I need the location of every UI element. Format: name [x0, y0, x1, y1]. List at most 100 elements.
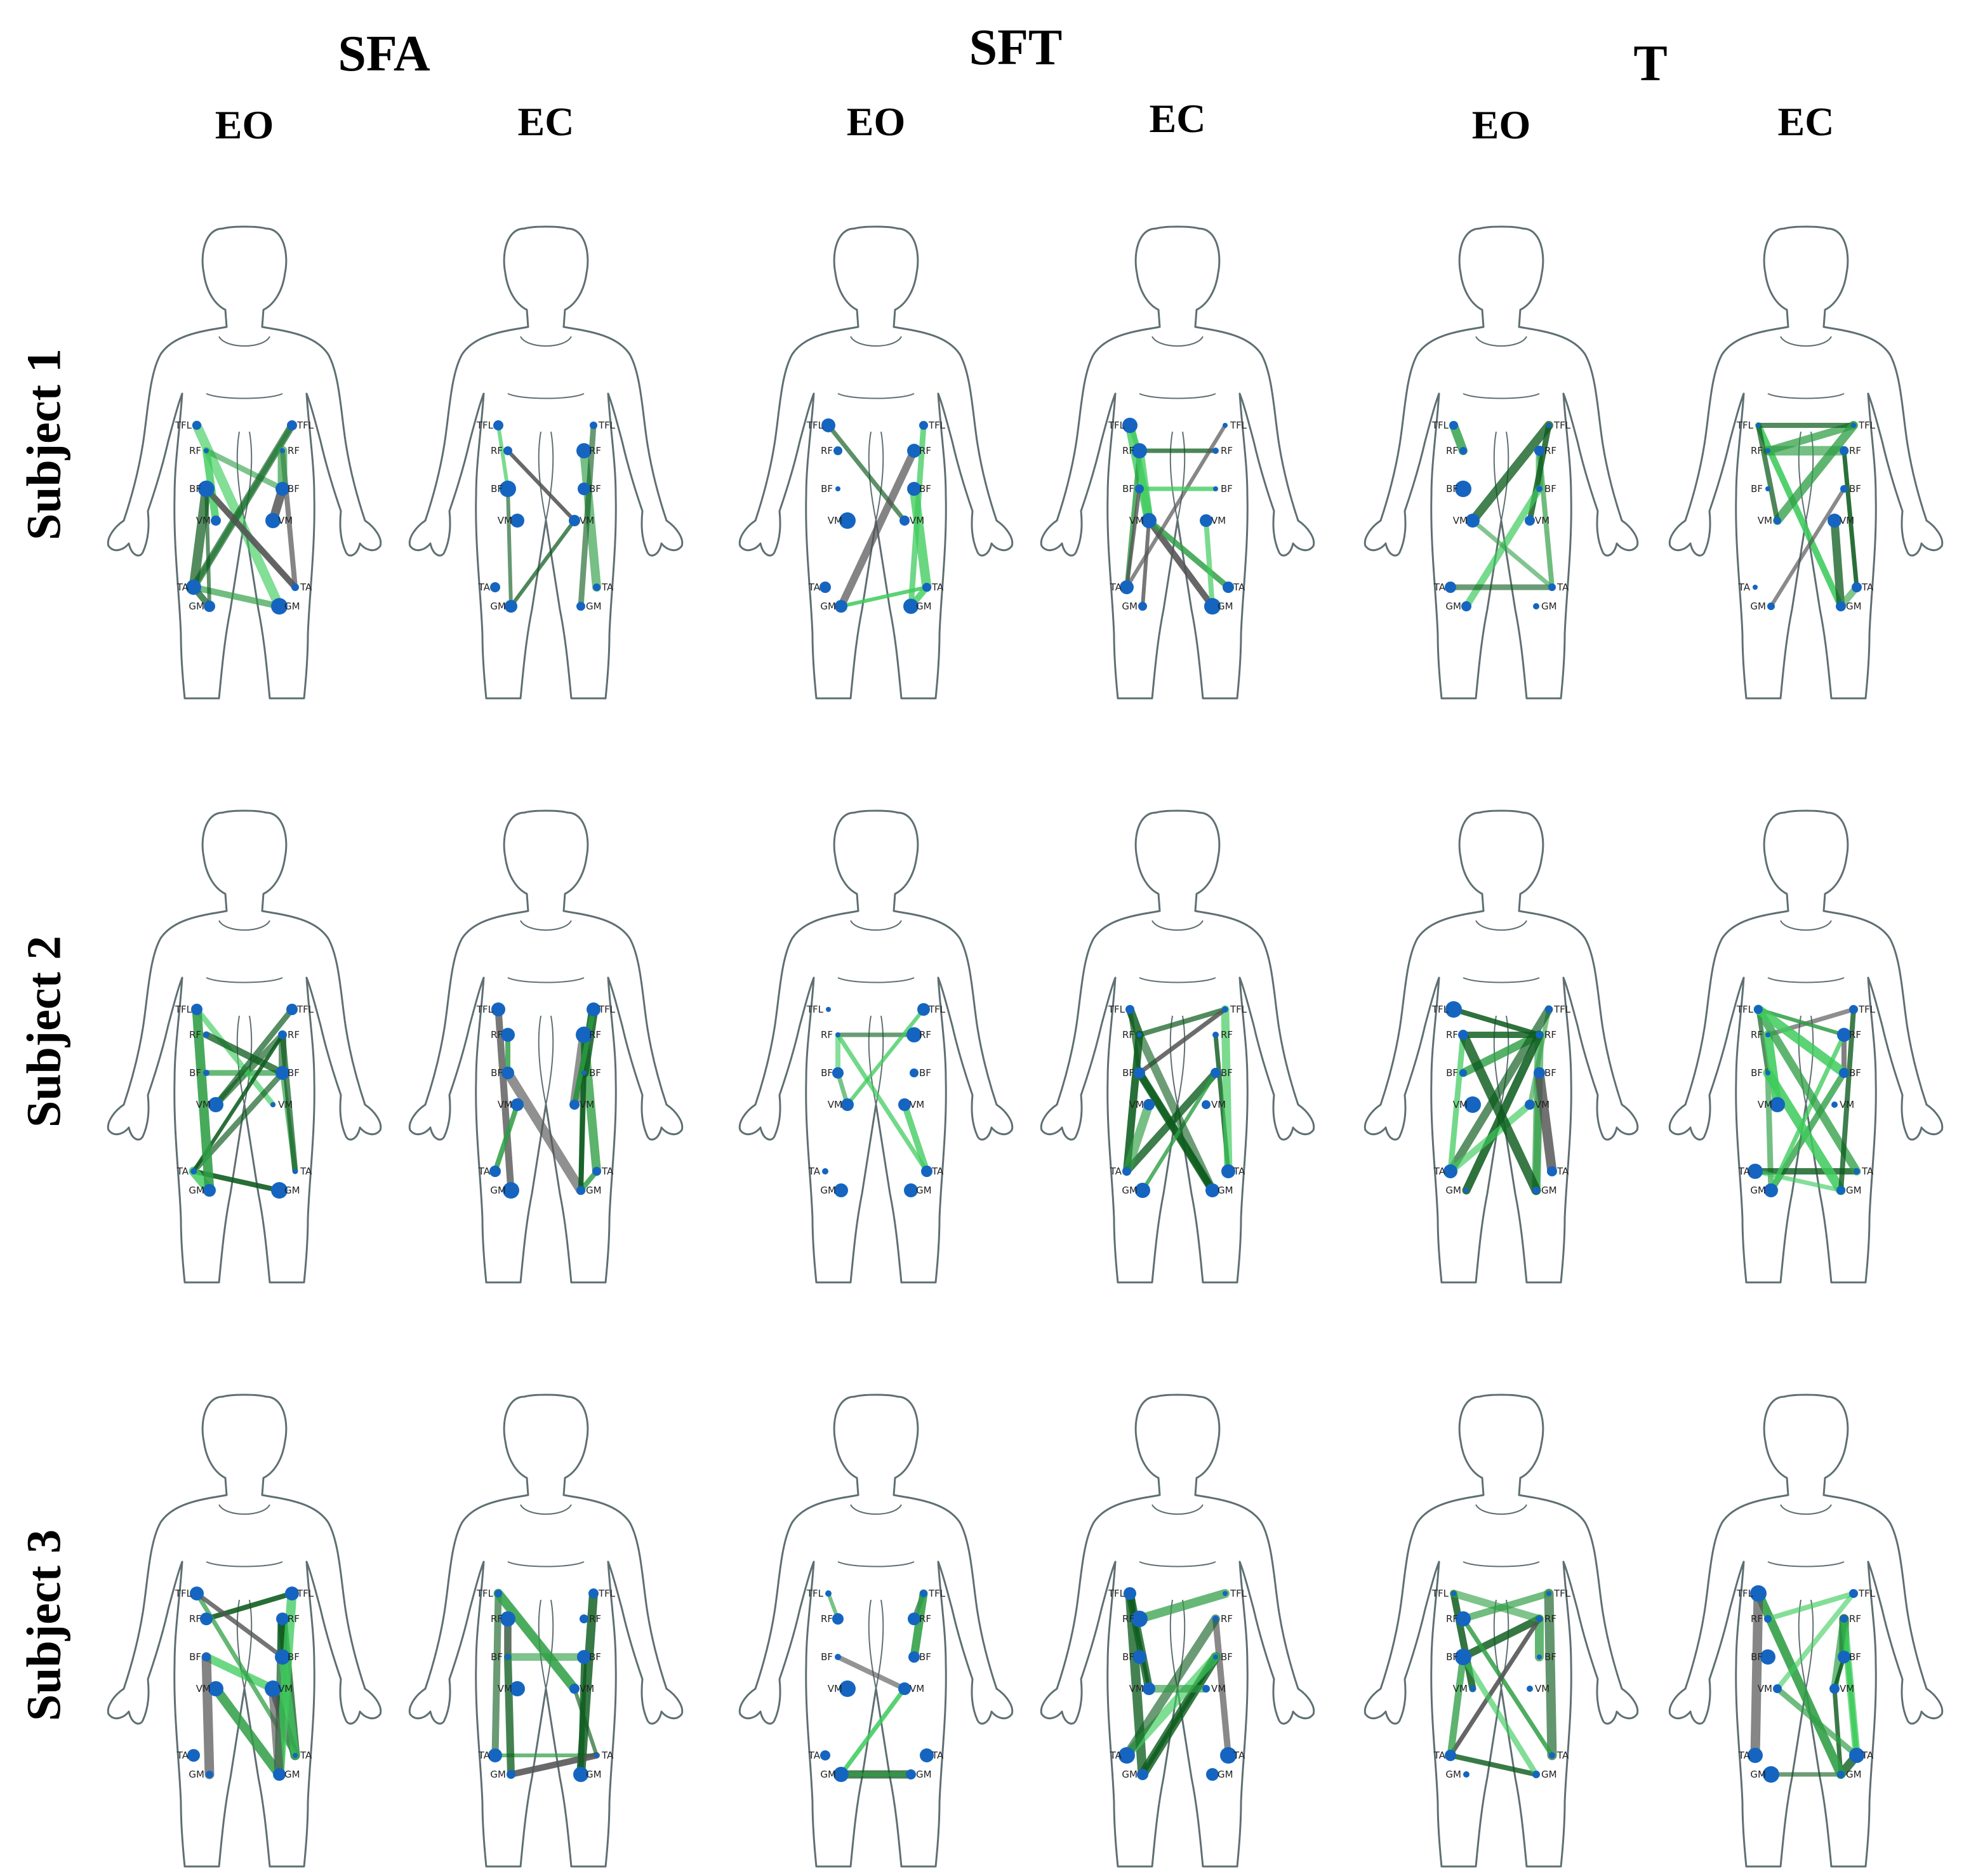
muscle-label: TFL: [598, 1588, 616, 1599]
muscle-label: TA: [1433, 582, 1446, 593]
muscle-node: [1828, 514, 1841, 528]
muscle-node: [1118, 1747, 1135, 1764]
muscle-label: GM: [1541, 601, 1557, 612]
muscle-label: VM: [1453, 1683, 1468, 1694]
muscle-node: [1765, 1070, 1770, 1075]
muscle-label: VM: [1758, 1683, 1772, 1694]
muscle-node: [1829, 1684, 1840, 1694]
connection-edge: [1832, 1686, 1843, 1777]
connection-edge: [1447, 1032, 1466, 1174]
connection-edge: [1137, 1007, 1228, 1037]
muscle-node: [293, 1169, 298, 1174]
muscle-node: [1212, 1032, 1219, 1038]
connection-edges: [1124, 420, 1231, 609]
muscle-node: [1122, 1167, 1131, 1176]
muscle-label: TFL: [1108, 420, 1125, 431]
muscle-label: RF: [821, 1029, 833, 1041]
connection-edge: [1768, 1032, 1847, 1193]
muscle-label: TFL: [1108, 1004, 1125, 1015]
muscle-label: TA: [1556, 1750, 1569, 1761]
muscle-label: BF: [919, 483, 931, 495]
muscle-node: [917, 1003, 930, 1016]
body-detail-lines: [507, 920, 585, 1105]
muscle-node: [1754, 1005, 1763, 1014]
connection-edge: [1756, 423, 1780, 523]
muscle-label: GM: [1750, 601, 1766, 612]
muscle-label: BF: [288, 1651, 300, 1663]
muscle-node: [1545, 1006, 1553, 1013]
muscle-node: [1212, 1616, 1219, 1622]
muscle-node: [1838, 1651, 1850, 1663]
muscle-node: [198, 481, 215, 497]
muscle-label: TA: [1861, 1750, 1874, 1761]
connection-edge: [506, 449, 576, 522]
muscle-node: [819, 582, 831, 593]
connection-edge: [1763, 1030, 1782, 1109]
muscle-label: TA: [1110, 1750, 1122, 1761]
muscle-label: GM: [490, 1769, 506, 1780]
muscle-node: [488, 1748, 502, 1762]
muscle-node: [1770, 1097, 1785, 1112]
connection-edge: [1212, 1616, 1231, 1759]
muscle-node: [906, 1027, 922, 1042]
muscle-node: [1763, 1766, 1779, 1783]
muscle-node: [187, 1749, 200, 1762]
connection-edge: [1774, 1686, 1860, 1759]
muscle-label: TFL: [296, 1004, 314, 1015]
muscle-label: VM: [1211, 515, 1226, 526]
muscle-label: RF: [1221, 1029, 1233, 1041]
muscle-label: BF: [491, 1067, 503, 1079]
muscle-label: RF: [491, 445, 503, 456]
muscle-node: [825, 1590, 832, 1597]
connection-edges: [1122, 1005, 1233, 1195]
body-detail-lines: [837, 336, 915, 521]
muscle-node: [907, 482, 921, 496]
muscle-label: RF: [821, 445, 833, 456]
muscle-node: [1132, 443, 1147, 458]
muscle-label: TFL: [928, 420, 946, 431]
muscle-label: GM: [1218, 1185, 1233, 1196]
muscle-node: [908, 1613, 920, 1625]
muscle-label: TFL: [476, 1588, 494, 1599]
muscle-node: [1470, 1686, 1476, 1692]
muscle-node: [1839, 1068, 1849, 1078]
body-outline: [408, 1394, 684, 1868]
connection-edges: [1447, 1588, 1557, 1778]
connection-edge: [1204, 518, 1215, 609]
muscle-node: [908, 1651, 920, 1663]
muscle-label: RF: [1849, 1029, 1861, 1041]
connection-edge: [1753, 1169, 1843, 1193]
muscle-label: GM: [189, 601, 204, 612]
muscle-node: [191, 1004, 202, 1015]
muscle-node: [593, 583, 600, 591]
muscle-label: VM: [580, 1099, 594, 1110]
body-detail-lines: [837, 1504, 915, 1689]
muscle-label: TA: [1233, 1166, 1245, 1177]
muscle-label: RF: [1849, 445, 1861, 456]
muscle-label: BF: [491, 483, 503, 495]
muscle-node: [507, 1770, 515, 1779]
muscle-label: RF: [1122, 1029, 1134, 1041]
muscle-node: [291, 583, 299, 591]
muscle-label: BF: [821, 483, 833, 495]
muscle-node: [835, 1654, 841, 1660]
muscle-node: [835, 600, 847, 613]
muscle-node: [1536, 1616, 1543, 1622]
muscle-label: RF: [589, 445, 601, 456]
connection-edge: [504, 1653, 515, 1778]
muscle-label: TFL: [806, 1588, 824, 1599]
muscle-node: [286, 1004, 298, 1015]
connection-edge: [1125, 487, 1141, 589]
muscle-label: VM: [1840, 515, 1854, 526]
muscle-label: TA: [300, 1750, 312, 1761]
connection-edge: [509, 519, 576, 608]
